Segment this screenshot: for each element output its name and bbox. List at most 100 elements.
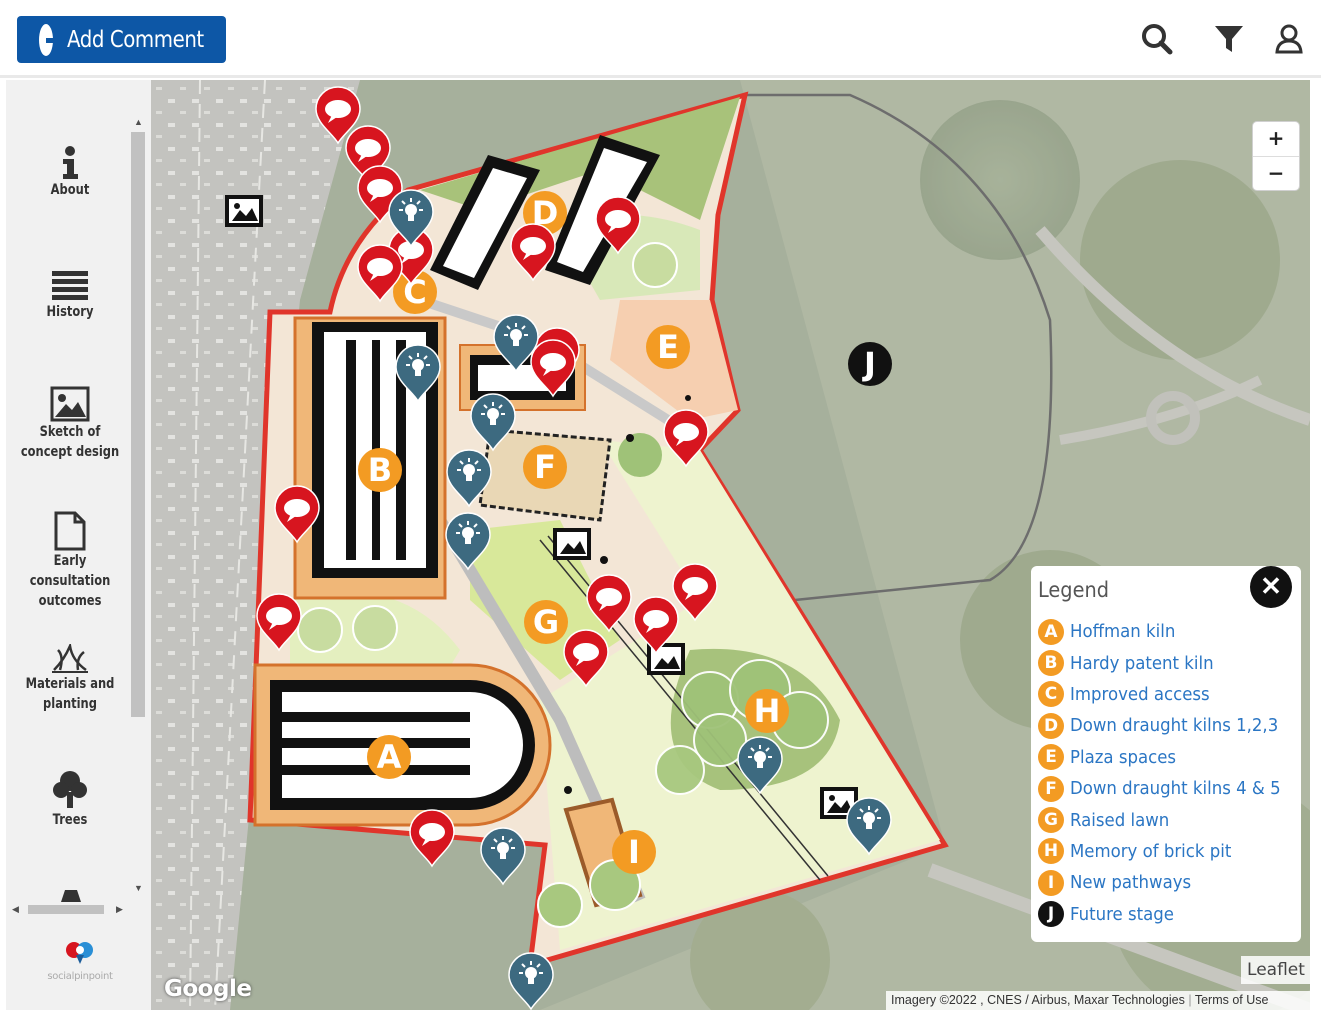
idea-pin[interactable] [446, 449, 492, 508]
area-label-i[interactable]: I [612, 830, 656, 874]
comment-pin[interactable] [315, 86, 361, 145]
sidebar-item-label: About [50, 182, 90, 198]
image-icon [50, 386, 90, 422]
speech-bubble-icon [643, 610, 669, 628]
area-label-h[interactable]: H [745, 689, 789, 733]
comment-pin[interactable] [633, 596, 679, 655]
zoom-in-button[interactable]: + [1267, 126, 1285, 150]
scroll-right-icon[interactable]: ▶ [116, 904, 123, 914]
area-label-text: H [754, 692, 781, 730]
user-icon[interactable] [1270, 20, 1308, 58]
area-label-text: A [377, 738, 402, 776]
sidebar-item-label: Trees [52, 812, 88, 828]
area-label-g[interactable]: G [524, 600, 568, 644]
comment-pin[interactable] [663, 409, 709, 468]
legend-label: New pathways [1070, 872, 1192, 894]
speech-bubble-icon [266, 607, 292, 625]
idea-pin[interactable] [388, 189, 434, 248]
area-label-c[interactable]: C [393, 270, 437, 314]
speech-bubble-icon [605, 210, 631, 228]
sidebar-item-sketch[interactable]: Sketch of concept design [6, 386, 134, 462]
comment-pin[interactable] [595, 196, 641, 255]
lightbulb-icon [463, 464, 475, 476]
add-comment-button[interactable]: Add Comment [17, 16, 226, 63]
speech-bubble-icon [673, 423, 699, 441]
close-icon[interactable]: ✕ [1250, 566, 1292, 608]
speech-bubble-icon [367, 179, 393, 197]
area-label-text: F [534, 448, 556, 486]
idea-pin[interactable] [508, 952, 554, 1010]
comment-pin[interactable] [357, 244, 403, 303]
lightbulb-icon [412, 359, 424, 371]
comment-pin[interactable] [274, 485, 320, 544]
comment-pin[interactable] [586, 574, 632, 633]
lightbulb-icon [754, 751, 766, 763]
idea-pin[interactable] [470, 393, 516, 452]
sidebar-item-trees[interactable]: Trees [6, 770, 134, 830]
imagery-credit: Imagery ©2022 , CNES / Airbus, Maxar Tec… [891, 993, 1185, 1007]
idea-pin[interactable] [445, 512, 491, 571]
sidebar-item-materials[interactable]: Materials and planting [6, 644, 134, 714]
sidebar-item-label: History [46, 304, 94, 320]
comment-pin[interactable] [563, 629, 609, 688]
area-label-b[interactable]: B [358, 448, 402, 492]
idea-pin[interactable] [846, 797, 892, 856]
speech-bubble-icon [520, 237, 546, 255]
comment-pin[interactable] [510, 223, 556, 282]
sidebar-item-about[interactable]: About [6, 146, 134, 200]
area-label-text: I [628, 833, 640, 871]
area-label-a[interactable]: A [367, 735, 411, 779]
sidebar-item-history[interactable]: History [6, 268, 134, 322]
search-icon[interactable] [1138, 20, 1176, 58]
legend-label: Future stage [1070, 903, 1174, 925]
idea-pin[interactable] [737, 736, 783, 795]
sidebar-item-early-consultation[interactable]: Early consultation outcomes [6, 511, 134, 611]
add-comment-label: Add Comment [66, 26, 204, 53]
sidebar-scrollbar-thumb[interactable] [131, 132, 145, 717]
photo-marker[interactable] [225, 195, 263, 227]
lightbulb-icon [510, 329, 522, 341]
area-label-text: E [657, 328, 679, 366]
legend-label: Improved access [1070, 683, 1210, 705]
speech-bubble-icon [596, 588, 622, 606]
idea-pin[interactable] [480, 827, 526, 886]
photo-marker[interactable] [553, 528, 591, 560]
grass-icon [52, 644, 88, 673]
document-icon [54, 511, 86, 551]
area-label-j[interactable]: J [848, 342, 892, 386]
sidebar-item-label: Early consultation outcomes [29, 553, 111, 609]
comment-pin[interactable] [672, 563, 718, 622]
comment-pin[interactable] [256, 593, 302, 652]
imagery-attribution: Imagery ©2022 , CNES / Airbus, Maxar Tec… [886, 991, 1310, 1010]
idea-pin[interactable] [395, 344, 441, 403]
sidebar-hscroll-thumb[interactable] [28, 905, 104, 914]
sidebar-item-label: Materials and planting [25, 676, 115, 712]
comment-pin[interactable] [409, 809, 455, 868]
area-label-text: B [368, 451, 392, 489]
scroll-up-icon[interactable]: ▲ [134, 117, 143, 127]
scroll-down-icon[interactable]: ▼ [134, 883, 143, 893]
area-label-e[interactable]: E [646, 325, 690, 369]
logo-text-a: social [47, 971, 75, 982]
scroll-left-icon[interactable]: ◀ [12, 904, 19, 914]
leaflet-attribution-link[interactable]: Leaflet [1241, 956, 1311, 984]
area-label-f[interactable]: F [523, 445, 567, 489]
zoom-out-button[interactable]: − [1253, 156, 1299, 190]
idea-pin[interactable] [493, 314, 539, 373]
comment-pin[interactable] [530, 339, 576, 398]
filter-icon[interactable] [1210, 20, 1248, 58]
terms-of-use-link[interactable]: Terms of Use [1194, 993, 1269, 1007]
